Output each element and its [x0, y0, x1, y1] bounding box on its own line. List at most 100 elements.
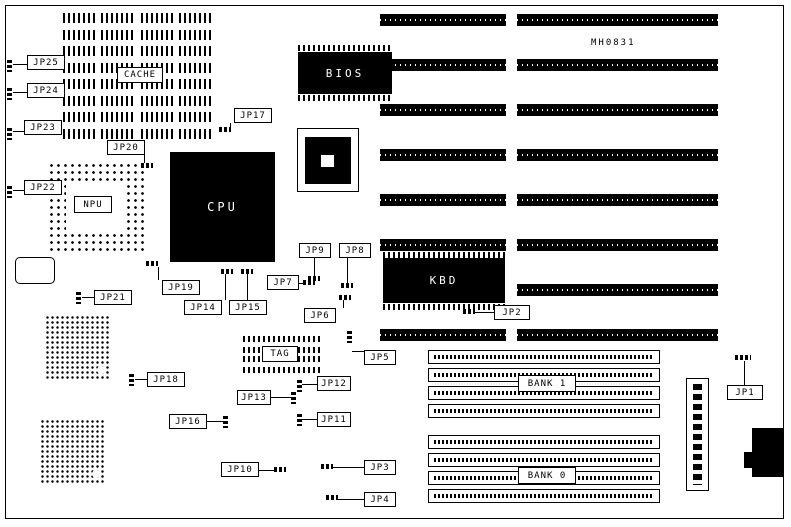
isa-slot-segment [517, 59, 718, 71]
callout-line [82, 297, 94, 298]
jumper-pins [7, 186, 12, 198]
callout-line [302, 419, 317, 420]
dip-chip [179, 46, 214, 73]
callout-line [225, 274, 226, 300]
callout-line [343, 300, 344, 308]
npu-label: NPU [74, 196, 112, 213]
jumper-label-jp21: JP21 [94, 290, 132, 305]
dip-chip [63, 13, 98, 40]
jumper-pins [321, 464, 333, 469]
jumper-pins [735, 355, 751, 360]
callout-line [259, 470, 274, 471]
jumper-label-jp11: JP11 [317, 412, 351, 427]
isa-slot-segment [517, 194, 718, 206]
dip-chip [101, 79, 136, 106]
qfp-pin1-dot [92, 470, 100, 478]
jumper-label-jp8: JP8 [339, 243, 371, 258]
cache-label: CACHE [117, 67, 163, 83]
bios-pins-top [298, 45, 392, 51]
jumper-pins [141, 163, 153, 168]
callout-line [247, 274, 248, 300]
jumper-label-jp18: JP18 [147, 372, 185, 387]
dip-chip [141, 79, 176, 106]
power-connector [686, 378, 709, 491]
dip-chip [63, 46, 98, 73]
isa-slot-segment [380, 14, 506, 26]
jumper-label-jp1: JP1 [727, 385, 763, 400]
jumper-pins [146, 261, 158, 266]
callout-line [158, 267, 159, 280]
isa-slot-segment [380, 194, 506, 206]
dip-chip [179, 112, 214, 139]
callout-line [333, 467, 364, 468]
jumper-label-jp19: JP19 [162, 280, 200, 295]
isa-slot-segment [517, 329, 718, 341]
isa-slot-segment [517, 239, 718, 251]
kbd-chip: KBD [383, 258, 505, 303]
jumper-label-jp12: JP12 [317, 376, 351, 391]
jumper-pins [308, 276, 320, 281]
isa-slot-segment [517, 104, 718, 116]
bios-pins-bottom [298, 95, 392, 101]
callout-line [352, 351, 364, 352]
isa-slot-segment [517, 284, 718, 296]
callout-line [338, 499, 364, 500]
jumper-label-jp20: JP20 [107, 140, 145, 155]
dip-chip [179, 79, 214, 106]
jumper-label-jp15: JP15 [229, 300, 267, 315]
callout-line [13, 64, 27, 65]
callout-line [302, 384, 317, 385]
callout-line [314, 258, 315, 276]
jumper-pins [241, 269, 253, 274]
callout-line [744, 361, 745, 385]
simm-socket [428, 435, 660, 449]
bank0-label: BANK 0 [518, 467, 576, 484]
oscillator [15, 257, 55, 284]
jumper-pins [303, 280, 315, 285]
kbd-pins-top [383, 252, 505, 258]
jumper-label-jp5: JP5 [364, 350, 396, 365]
callout-line [13, 190, 24, 191]
simm-socket [428, 453, 660, 467]
jumper-pins [297, 380, 302, 392]
jumper-pins [129, 374, 134, 386]
isa-slot-segment [380, 104, 506, 116]
simm-socket [428, 489, 660, 503]
jumper-label-jp10: JP10 [221, 462, 259, 477]
jumper-pins [297, 414, 302, 426]
dip-chip [101, 112, 136, 139]
jumper-pins [347, 331, 352, 343]
keyboard-connector-tab [744, 452, 753, 468]
tag-label: TAG [262, 346, 298, 362]
jumper-label-jp9: JP9 [299, 243, 331, 258]
jumper-label-jp16: JP16 [169, 414, 207, 429]
dip-chip [63, 112, 98, 139]
jumper-label-jp14: JP14 [184, 300, 222, 315]
jumper-label-jp17: JP17 [234, 108, 272, 123]
jumper-pins [326, 495, 338, 500]
simm-socket [428, 350, 660, 364]
jumper-pins [219, 127, 231, 132]
isa-slot-segment [517, 149, 718, 161]
jumper-pins [7, 60, 12, 72]
jumper-label-jp6: JP6 [304, 308, 336, 323]
jumper-pins [291, 392, 296, 404]
isa-slot-segment [380, 149, 506, 161]
jumper-pins [76, 292, 81, 304]
jumper-pins [274, 467, 286, 472]
jumper-label-jp25: JP25 [27, 55, 65, 70]
jumper-pins [221, 269, 233, 274]
dip-chip [141, 112, 176, 139]
jumper-label-jp7: JP7 [267, 275, 299, 290]
dip-chip [141, 13, 176, 40]
kbd-pins-bottom [383, 304, 505, 310]
callout-line [347, 258, 348, 283]
plcc-center [321, 155, 334, 167]
jumper-pins [223, 416, 228, 428]
keyboard-connector [752, 428, 783, 477]
simm-socket [428, 404, 660, 418]
callout-line [13, 92, 27, 93]
jumper-label-jp23: JP23 [24, 120, 62, 135]
dip-chip [179, 13, 214, 40]
